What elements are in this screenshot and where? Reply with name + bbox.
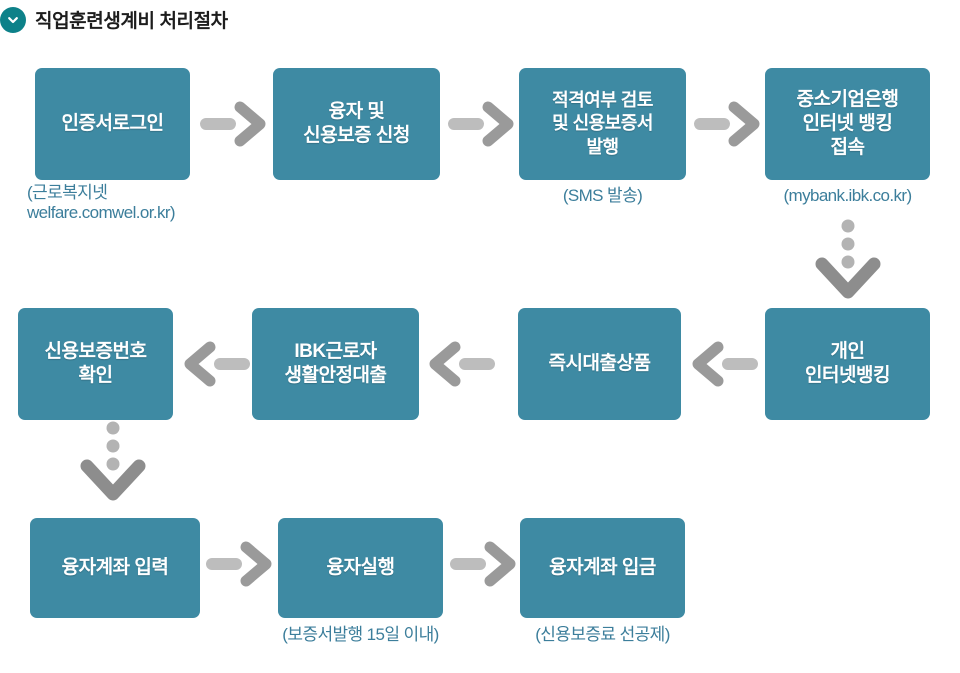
arrow-left-3 <box>688 340 760 388</box>
page-title: 직업훈련생계비 처리절차 <box>35 11 228 32</box>
flow-node-label-line2: 신용보증 신청 <box>303 125 410 146</box>
arrow-right-4 <box>204 540 276 588</box>
arrow-right-5 <box>448 540 520 588</box>
flow-node-ibk-worker-living-stability-loan[interactable]: IBK근로자 생활안정대출 <box>252 308 419 420</box>
flow-node-caption-mybank: (mybank.ibk.co.kr) <box>783 186 912 205</box>
connector-down-left <box>65 420 161 516</box>
flow-node-label-line1: 적격여부 검토 <box>552 90 653 111</box>
flow-node-label-line1: 융자 및 <box>328 100 385 122</box>
flow-node-label-line1: 중소기업은행 <box>796 88 899 110</box>
arrow-left-1 <box>180 340 252 388</box>
arrow-right-3 <box>692 100 764 148</box>
flow-node-loan-account-deposit[interactable]: 융자계좌 입금 <box>520 518 685 618</box>
flow-node-label: 융자실행 <box>326 556 395 578</box>
flow-node-label-line3: 접속 <box>830 137 865 159</box>
flow-node-label: 융자계좌 입력 <box>61 556 169 578</box>
flow-node-label-line2: 및 신용보증서 <box>552 113 653 134</box>
flow-node-ibk-internet-banking-access[interactable]: 중소기업은행 인터넷 뱅킹 접속 <box>765 68 930 180</box>
flow-node-caption-welfare-net: (근로복지넷 welfare.comwel.or.kr) <box>27 183 176 223</box>
flow-node-label-line1: 개인 <box>830 340 865 362</box>
flow-node-caption-sms: (SMS 발송) <box>562 186 643 205</box>
arrow-right-1 <box>198 100 270 148</box>
flow-node-certificate-login[interactable]: 인증서로그인 <box>35 68 190 180</box>
flow-node-label-line2: 인터넷 뱅킹 <box>802 112 893 134</box>
connector-down-right <box>800 218 896 314</box>
flow-node-loan-execution[interactable]: 융자실행 <box>278 518 443 618</box>
flow-node-loan-account-input[interactable]: 융자계좌 입력 <box>30 518 200 618</box>
section-header: 직업훈련생계비 처리절차 <box>0 6 228 33</box>
flow-node-label-line1: 신용보증번호 <box>44 340 147 362</box>
flow-node-label: 융자계좌 입금 <box>549 556 656 578</box>
flow-node-label-line3: 발행 <box>586 136 619 157</box>
flow-node-label-line2: 생활안정대출 <box>284 365 387 386</box>
flow-node-label-line2: 인터넷뱅킹 <box>805 365 890 386</box>
flow-node-credit-guarantee-number-check[interactable]: 신용보증번호 확인 <box>18 308 173 420</box>
flow-node-instant-loan-product[interactable]: 즉시대출상품 <box>518 308 681 420</box>
flow-node-label-line1: IBK근로자 <box>294 340 377 362</box>
arrow-right-2 <box>446 100 518 148</box>
flow-node-personal-internet-banking[interactable]: 개인 인터넷뱅킹 <box>765 308 930 420</box>
chevron-down-circle-icon <box>0 6 26 33</box>
flow-node-caption-guarantee-fee-prededucted: (신용보증료 선공제) <box>535 625 670 644</box>
flow-node-caption-within-15-days: (보증서발행 15일 이내) <box>282 625 439 644</box>
flow-node-label-line2: 확인 <box>78 365 113 386</box>
flow-node-loan-credit-guarantee-application[interactable]: 융자 및 신용보증 신청 <box>273 68 440 180</box>
flow-node-label: 인증서로그인 <box>61 112 164 134</box>
flow-node-eligibility-review-guarantee-issue[interactable]: 적격여부 검토 및 신용보증서 발행 <box>519 68 686 180</box>
flow-node-label: 즉시대출상품 <box>548 352 651 374</box>
arrow-left-2 <box>425 340 497 388</box>
